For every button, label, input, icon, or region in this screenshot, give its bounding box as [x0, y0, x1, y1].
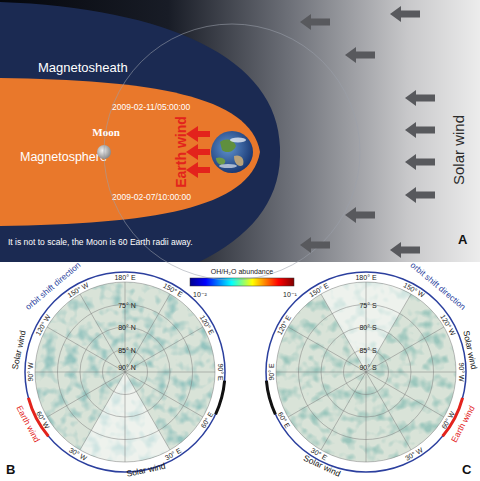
solar-wind-arrow [405, 187, 435, 203]
magnetosphere-region: 2009-02-11/05:00:00Magnetosphere Earth wi… [0, 78, 262, 228]
solar-wind-arrow [405, 154, 435, 170]
direction-label: Earth wind [450, 404, 476, 443]
direction-label: orbit shift direction [24, 261, 82, 312]
solar-wind-arrow [345, 47, 375, 63]
longitude-label: 90° E [217, 363, 224, 380]
graticule [35, 282, 215, 462]
cloud [230, 138, 246, 143]
flow-label: Solar wind [451, 115, 466, 185]
solar-wind-arc [266, 381, 275, 415]
magnetosheath-region: Magnetosheath 2009-02-11/05:00:00Magnetos… [0, 0, 280, 262]
longitude-label: 120° W [439, 313, 457, 336]
latitude-label: 85° N [118, 346, 136, 353]
latitude-label: 80° S [359, 324, 376, 331]
map-disc [276, 282, 456, 462]
region-label: Magnetosphere [20, 151, 107, 164]
longitude-label: 60° W [35, 409, 51, 429]
earth-wind-arrow [186, 126, 210, 142]
latitude-circle [276, 282, 456, 462]
panel-letter: A [458, 233, 467, 246]
longitude-label: 120° E [275, 314, 292, 336]
solar-wind-arrow [300, 237, 330, 253]
longitude-label: 90° W [27, 362, 34, 381]
meridian-line [321, 294, 411, 450]
longitude-label: 180° E [114, 274, 135, 281]
region-label: Magnetosheath [38, 61, 128, 74]
direction-label: Solar wind [125, 462, 166, 479]
panel-letter: C [462, 463, 471, 476]
longitude-label: 120° E [199, 314, 216, 336]
solar-wind-arrow [300, 14, 330, 30]
latitude-circle [35, 282, 215, 462]
polar-map-north [25, 272, 225, 472]
longitude-label: 180° E [355, 274, 376, 281]
solar-wind-arrow [390, 6, 420, 22]
longitude-label: 150° E [162, 281, 184, 298]
solar-wind-arrow [405, 122, 435, 138]
latitude-label: 75° N [118, 301, 136, 308]
longitude-label: 90° E [268, 363, 275, 380]
latitude-label: 90° S [359, 364, 376, 371]
latitude-label: 90° N [118, 364, 136, 371]
earth [211, 131, 253, 173]
map-disc [35, 282, 215, 462]
direction-label: Solar wind [11, 329, 28, 370]
latitude-label: 75° S [359, 301, 376, 308]
continent [234, 155, 243, 166]
colorbar-title: OH/H₂O abundance [211, 268, 273, 275]
longitude-label: 150° W [402, 281, 425, 299]
colorbar-tick: 10⁻² [193, 291, 207, 298]
longitude-label: 30° E [163, 447, 181, 462]
earth-disc [211, 131, 253, 173]
longitude-label: 60° E [276, 410, 291, 428]
map-texture [35, 282, 215, 462]
latitude-label: 85° S [359, 346, 376, 353]
map-texture [276, 282, 456, 462]
solar-wind-arrow [390, 242, 420, 258]
body-label: Moon [92, 127, 120, 138]
orbit-ring [266, 272, 466, 472]
magnetosheath-region-shape [0, 2, 280, 262]
longitude-label: 90° W [458, 362, 465, 381]
longitude-label: 30° W [67, 446, 87, 462]
direction-label: orbit shift direction [409, 261, 467, 312]
continent [220, 139, 236, 152]
magnetosphere-region-shape [0, 78, 260, 226]
orbit-ring [25, 272, 225, 472]
moon: Moon [84, 126, 124, 160]
continent [216, 157, 225, 164]
direction-label: Earth wind [15, 404, 41, 443]
longitude-label: 60° W [440, 409, 456, 429]
graticule [276, 282, 456, 462]
longitude-label: 30° W [403, 446, 423, 462]
longitude-label: 120° W [34, 313, 52, 336]
moon-disc [97, 145, 111, 159]
date-label: 2009-02-07/10:00:00 [112, 193, 191, 202]
earth-wind-arrow [186, 162, 210, 178]
longitude-label: 150° E [308, 281, 330, 298]
note-text: It is not to scale, the Moon is 60 Earth… [8, 238, 193, 247]
panel-letter: B [6, 463, 15, 476]
longitude-label: 60° E [200, 410, 215, 428]
flow-label: Earth wind [174, 116, 188, 188]
date-label: 2009-02-11/05:00:00 [112, 103, 190, 112]
latitude-label: 80° N [118, 324, 136, 331]
polar-map-south [266, 272, 466, 472]
cloud [219, 164, 237, 168]
solar-wind-arrow [405, 90, 435, 106]
longitude-label: 150° W [66, 281, 89, 299]
meridian-line [80, 294, 170, 450]
colorbar-tick: 10⁻¹ [283, 291, 297, 298]
colorbar [190, 278, 294, 286]
earth-wind-arrow [186, 144, 210, 160]
solar-wind-arrow [345, 207, 375, 223]
solar-wind-arc [216, 381, 225, 415]
